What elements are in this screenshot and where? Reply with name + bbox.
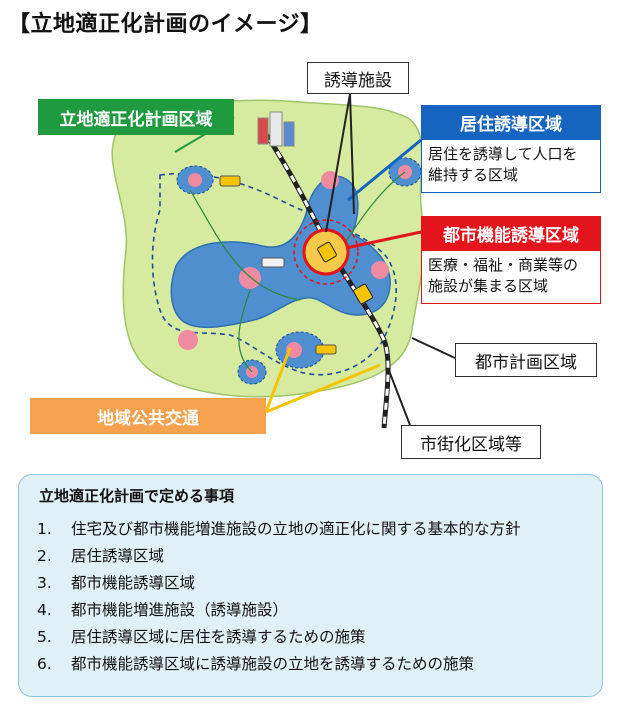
- guided-facility-label: 誘導施設: [307, 62, 409, 94]
- building-icon: [283, 121, 295, 147]
- core-circle: [178, 330, 198, 350]
- railway-dash: [260, 127, 390, 429]
- location-plan-diagram: [111, 93, 456, 429]
- transit-line: [238, 289, 253, 373]
- item-text: 居住誘導区域に居住を誘導するための施策: [71, 628, 366, 646]
- list-item: 5. 居住誘導区域に居住を誘導するための施策: [33, 624, 588, 651]
- desc-line: 維持する区域: [428, 166, 519, 184]
- building-icon: [269, 111, 283, 147]
- list-item: 6. 都市機能誘導区域に誘導施設の立地を誘導するための施策: [33, 651, 588, 678]
- item-text: 住宅及び都市機能増進施設の立地の適正化に関する基本的な方針: [71, 520, 521, 538]
- urban-function-area-description: 医療・福祉・商業等の 施設が集まる区域: [421, 250, 601, 304]
- bus-icon: [219, 175, 241, 187]
- core-circle: [286, 342, 302, 358]
- desc-line: 居住を誘導して人口を: [428, 145, 578, 163]
- core-circle: [188, 173, 202, 187]
- leader-orange: [265, 363, 381, 414]
- item-number: 6.: [37, 655, 52, 673]
- leader-facility: [325, 93, 351, 233]
- plan-items-list: 1. 住宅及び都市機能増進施設の立地の適正化に関する基本的な方針 2. 居住誘導区域…: [33, 516, 588, 678]
- core-circle: [371, 261, 389, 279]
- plan-items-panel: 立地適正化計画で定める事項 1. 住宅及び都市機能増進施設の立地の適正化に関する基…: [18, 474, 603, 697]
- item-number: 1.: [37, 520, 52, 538]
- leader-facility: [349, 93, 355, 215]
- list-item: 4. 都市機能増進施設（誘導施設）: [33, 597, 588, 624]
- urban-function-ring: [293, 219, 359, 285]
- urbanization-boundary: [151, 172, 397, 376]
- public-transport-label: 地域公共交通: [30, 398, 266, 434]
- list-item: 2. 居住誘導区域: [33, 543, 588, 570]
- building-icon: [257, 117, 269, 145]
- item-text: 都市機能増進施設（誘導施設）: [71, 601, 289, 619]
- residential-area-description: 居住を誘導して人口を 維持する区域: [421, 139, 601, 193]
- leader-blue: [347, 138, 422, 202]
- item-number: 4.: [37, 601, 52, 619]
- page-title: 【立地適正化計画のイメージ】: [8, 12, 323, 37]
- residential-area-shape: [170, 175, 391, 329]
- item-number: 5.: [37, 628, 52, 646]
- urbanization-area-label: 市街化区域等: [401, 425, 541, 459]
- item-number: 3.: [37, 574, 52, 592]
- item-text: 都市機能誘導区域に誘導施設の立地を誘導するための施策: [71, 655, 475, 673]
- residential-area-label: 居住誘導区域: [421, 105, 601, 139]
- list-item: 3. 都市機能誘導区域: [33, 570, 588, 597]
- item-text: 都市機能誘導区域: [71, 574, 196, 592]
- bus-icon: [261, 257, 285, 268]
- location-plan-area-label: 立地適正化計画区域: [38, 99, 234, 135]
- item-text: 居住誘導区域: [71, 547, 165, 565]
- list-item: 1. 住宅及び都市機能増進施設の立地の適正化に関する基本的な方針: [33, 516, 588, 543]
- leader-cityplan: [411, 337, 456, 359]
- transit-line: [189, 189, 301, 301]
- desc-line: 医療・福祉・商業等の: [428, 256, 579, 274]
- urban-function-area-label: 都市機能誘導区域: [421, 216, 601, 250]
- train-icon: [317, 241, 337, 263]
- item-number: 2.: [37, 547, 52, 565]
- leader-red: [345, 230, 422, 250]
- city-planning-area-label: 都市計画区域: [455, 343, 597, 377]
- bus-icon: [315, 344, 337, 355]
- desc-line: 施設が集まる区域: [428, 277, 549, 295]
- leader-orange: [264, 347, 292, 413]
- leader-urban: [387, 367, 411, 426]
- panel-heading: 立地適正化計画で定める事項: [39, 487, 235, 505]
- train-icon: [353, 283, 373, 305]
